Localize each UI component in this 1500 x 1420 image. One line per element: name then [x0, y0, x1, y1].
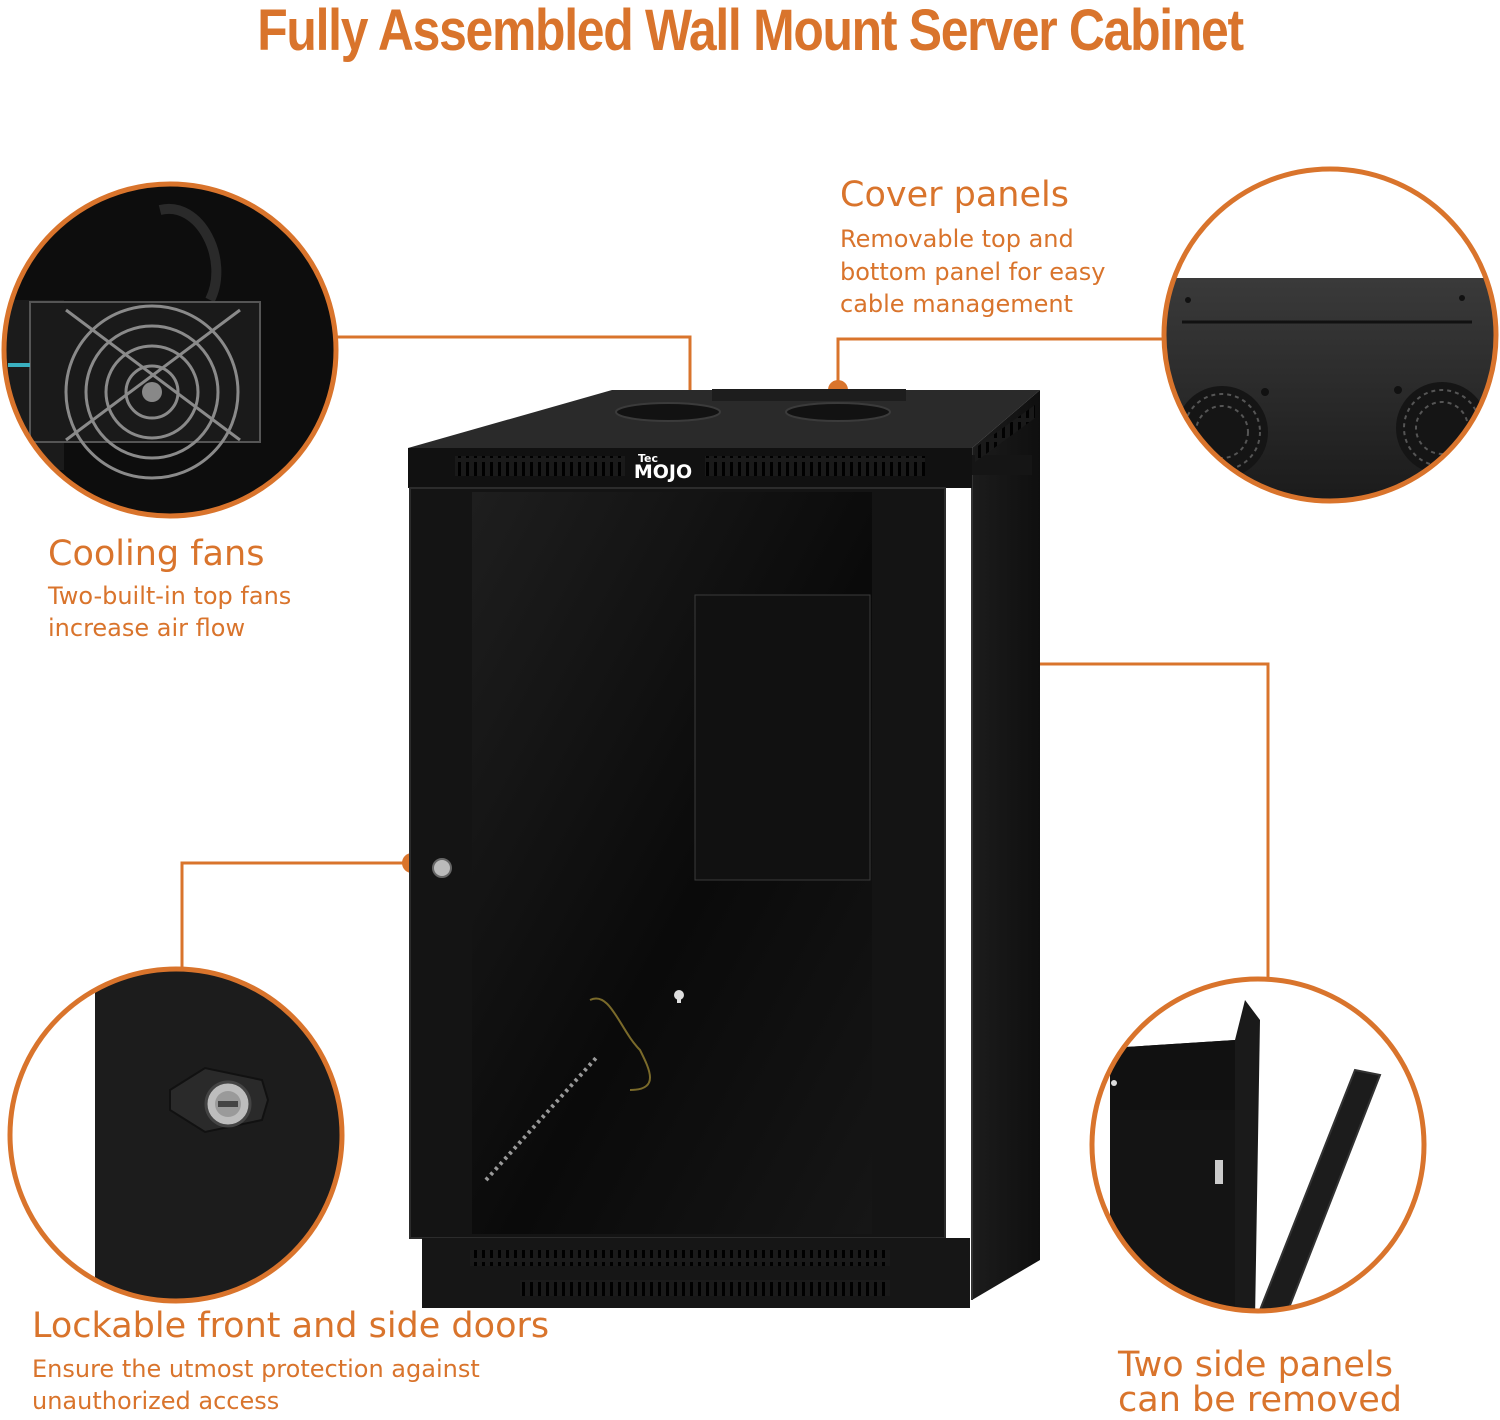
side-panels-title-line2: can be removed — [1118, 1380, 1402, 1420]
cooling-fan-detail — [1, 181, 339, 519]
callout-lines — [180, 335, 1270, 982]
lockable-doors-desc-line1: Ensure the utmost protection against — [32, 1355, 480, 1383]
side-panels-title-line1: Two side panels — [1118, 1345, 1393, 1385]
lockable-doors-title: Lockable front and side doors — [32, 1306, 550, 1346]
brand-logo-small: Tec — [638, 452, 658, 465]
cover-panels-title: Cover panels — [840, 175, 1069, 215]
side-panel-detail — [1089, 976, 1427, 1314]
brand-logo: MOJO — [634, 461, 692, 483]
lock-detail — [7, 966, 345, 1304]
cover-panels-desc-line3: cable management — [840, 290, 1073, 318]
cover-panels-desc-line1: Removable top and — [840, 225, 1074, 253]
page-title: Fully Assembled Wall Mount Server Cabine… — [257, 0, 1244, 63]
cover-panel-detail — [1161, 166, 1499, 504]
cover-panels-desc-line2: bottom panel for easy — [840, 258, 1106, 286]
server-cabinet — [408, 389, 1040, 1308]
lockable-doors-desc-line2: unauthorized access — [32, 1387, 280, 1415]
cooling-fans-title: Cooling fans — [48, 534, 265, 574]
cooling-fans-desc-line2: increase air flow — [48, 614, 246, 642]
cooling-fans-desc-line1: Two-built-in top fans — [48, 582, 292, 610]
